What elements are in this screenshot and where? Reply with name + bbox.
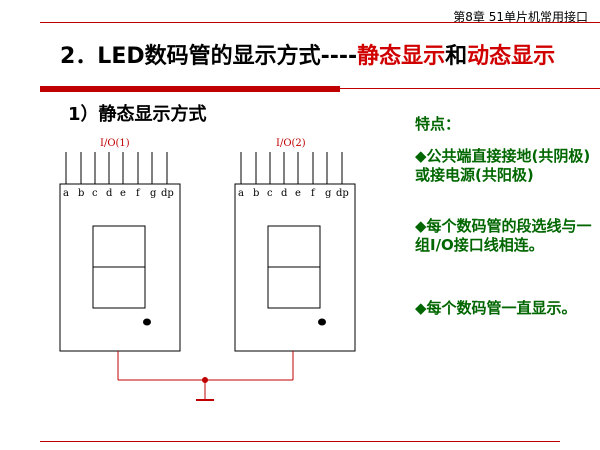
right-decimal-point [318,318,326,326]
feature-item-2: ◆每个数码管的段选线与一组I/O接口线相连。 [415,217,592,254]
ground-wiring [117,351,294,401]
right-pins [240,152,343,184]
seg-label-a: a [238,188,244,199]
seg-label-dp: dp [336,188,349,199]
seg-label-d: d [281,188,288,199]
title-join: 和 [445,44,468,69]
title-prefix: 2．LED数码管的显示方式---- [60,44,358,69]
slide-title: 2．LED数码管的显示方式----静态显示和动态显示 [60,38,555,70]
title-dynamic: 动态显示 [467,44,556,69]
title-static: 静态显示 [357,44,446,69]
io-label-right: I/O(2) [276,138,306,149]
left-decimal-point [143,318,151,326]
seg-label-b: b [253,188,259,199]
title-underline-thick [40,86,340,92]
footer-divider [40,441,560,442]
feature-item-3: ◆每个数码管一直显示。 [415,299,577,317]
left-display: I/O(1) a b c d e f g dp [59,138,181,352]
seg-label-c: c [92,188,98,199]
seg-label-g: g [325,188,332,199]
header-divider [40,22,600,23]
title-underline-thin [340,88,600,89]
seg-label-f: f [136,188,141,199]
seg-label-d: d [106,188,113,199]
seg-label-e: e [295,188,301,199]
seg-label-g: g [150,188,157,199]
left-display-body [59,183,181,352]
seg-label-f: f [311,188,316,199]
io-label-left: I/O(1) [100,138,130,149]
features-heading: 特点： [415,115,461,133]
chapter-header: 第8章 51单片机常用接口 [453,10,588,24]
right-display-body [234,183,356,352]
section-subtitle: 1）静态显示方式 [68,104,207,125]
left-pins [65,152,168,184]
seg-label-a: a [63,188,69,199]
right-display: I/O(2) a b c d e f g dp [234,138,356,352]
seg-label-c: c [267,188,273,199]
seg-label-dp: dp [161,188,174,199]
seg-label-e: e [120,188,126,199]
feature-item-1: ◆公共端直接接地(共阴极)或接电源(共阳极) [415,147,591,184]
ground-junction [202,377,208,383]
seg-label-b: b [78,188,84,199]
